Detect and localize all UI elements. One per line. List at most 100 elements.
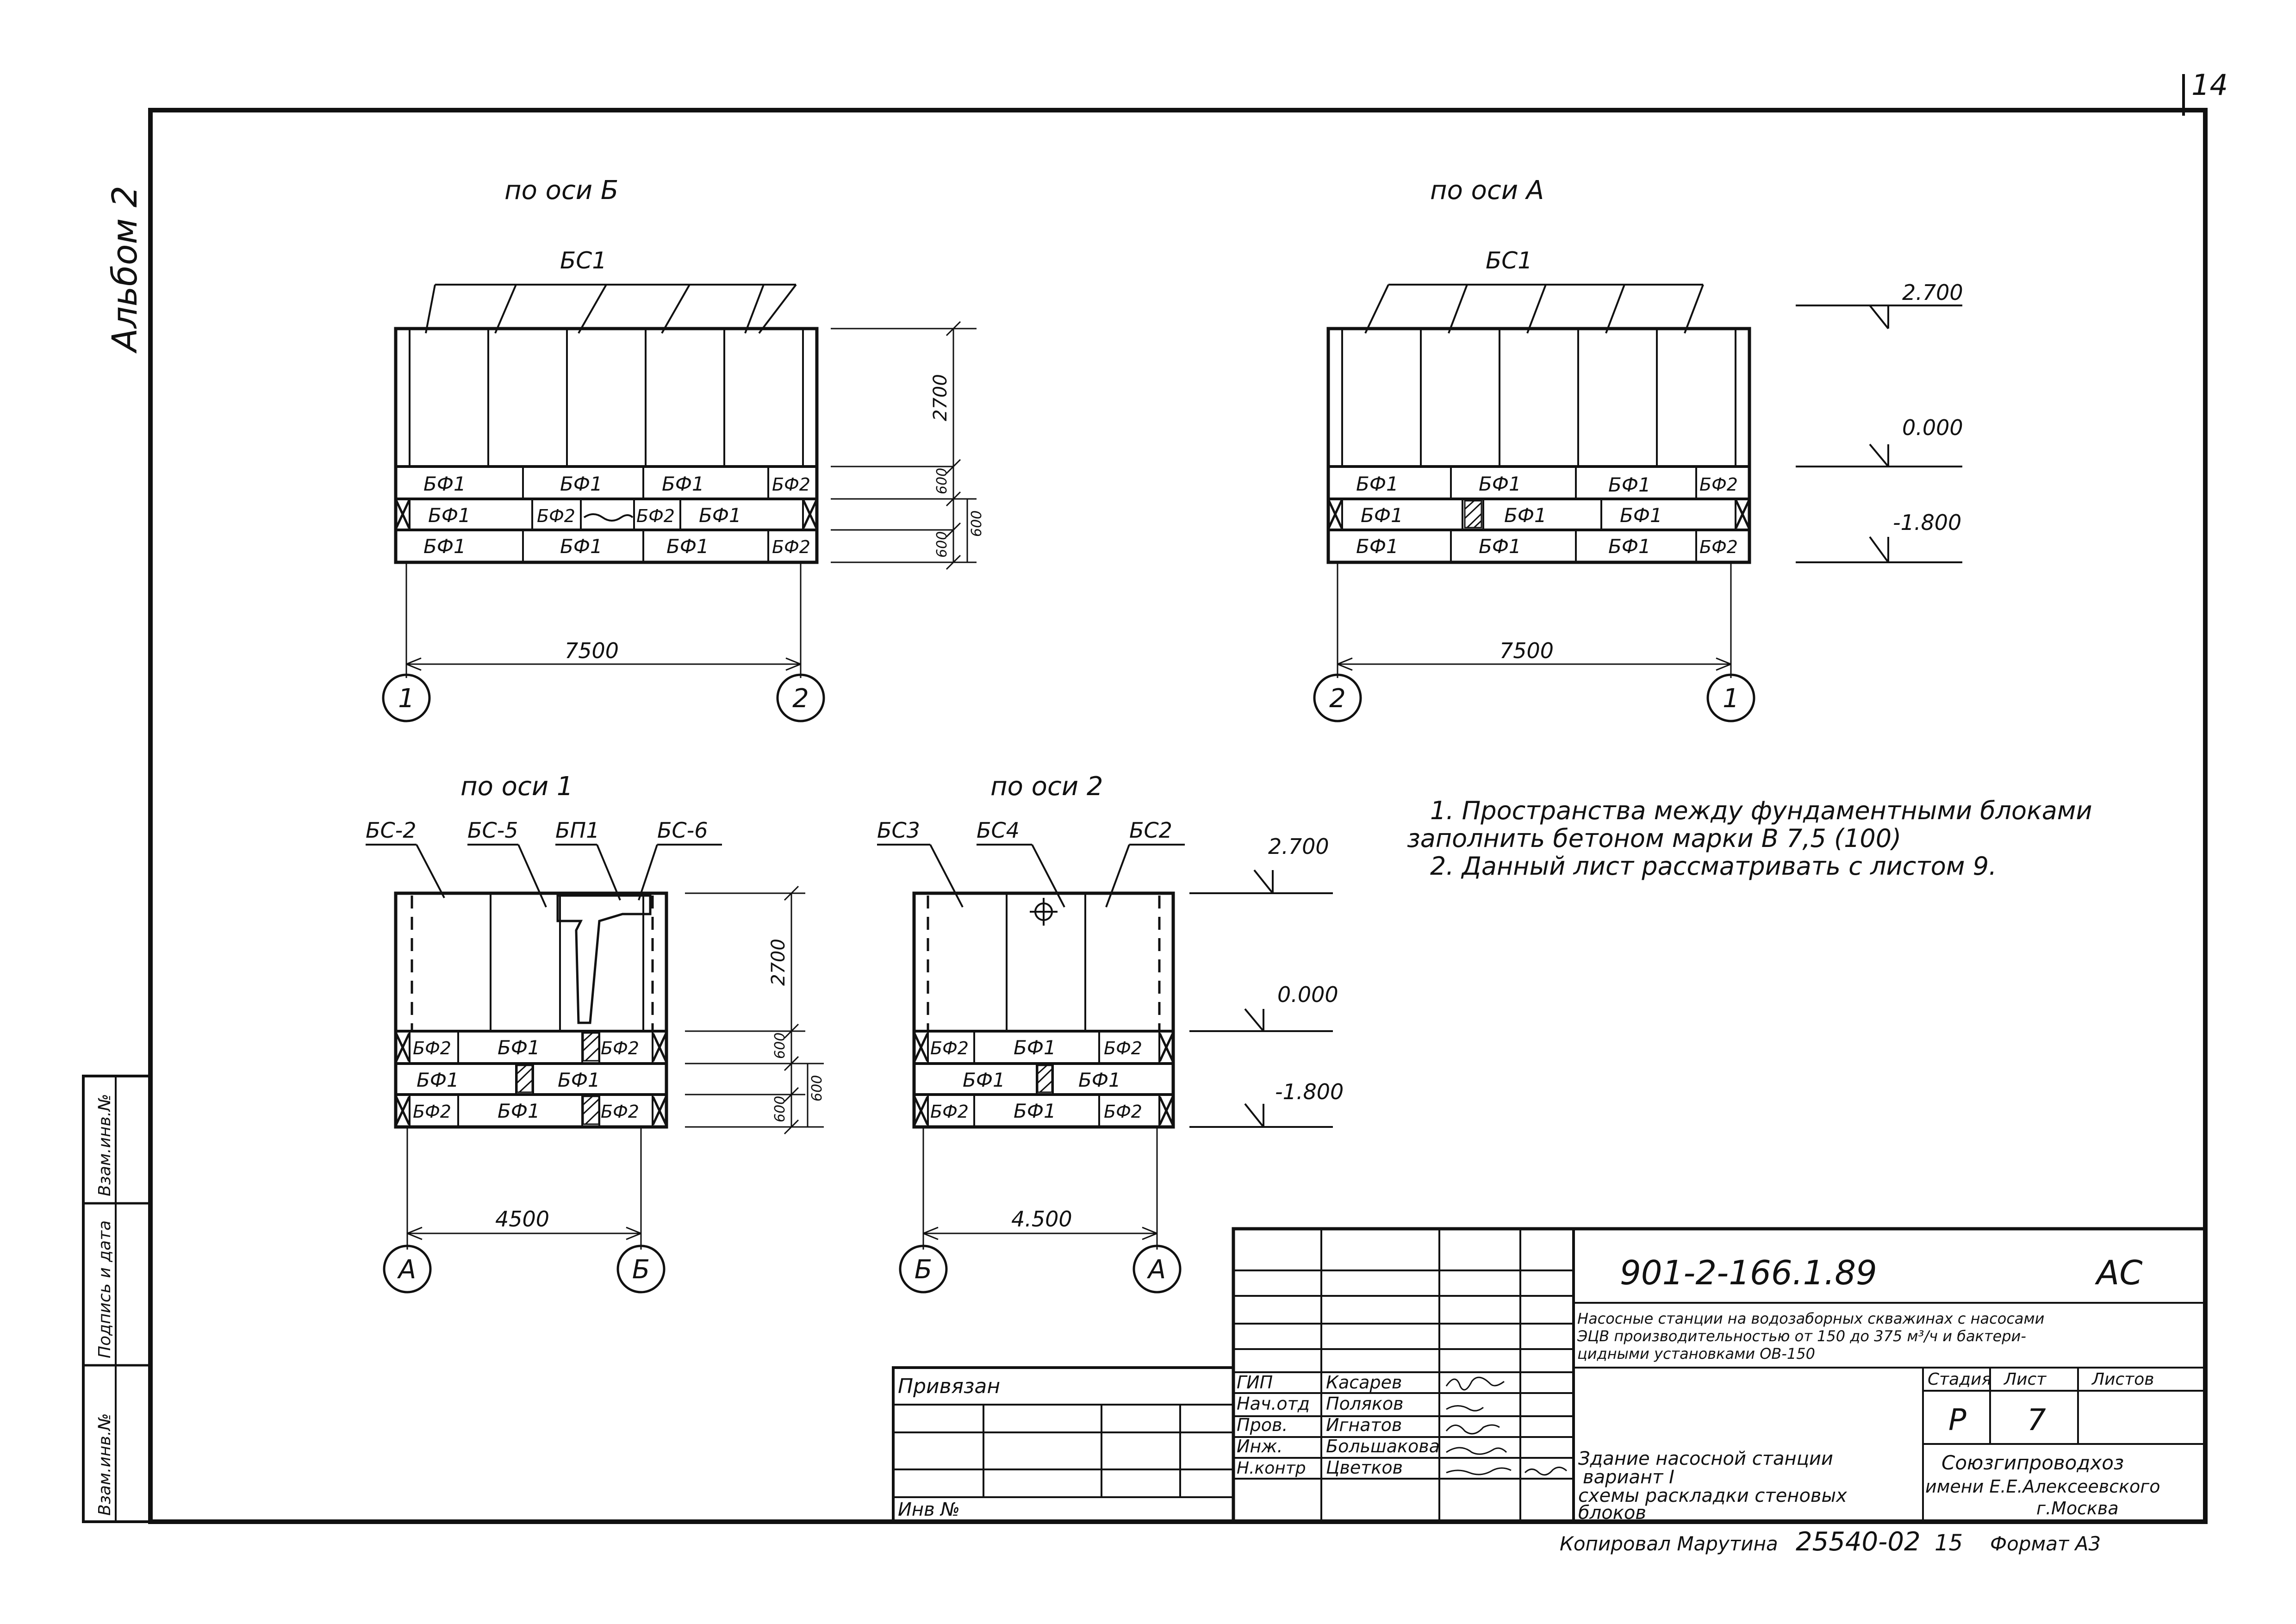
block-label: БФ1 <box>423 473 466 495</box>
staff-role: Пров. <box>1237 1415 1288 1435</box>
block-label: БФ1 <box>699 504 741 527</box>
sheet-name-line: схемы раскладки стеновых <box>1578 1485 1847 1506</box>
block-label: БФ2 <box>1104 1101 1142 1122</box>
block-label: БФ1 <box>1014 1036 1056 1059</box>
block-label: БФ1 <box>1608 535 1651 558</box>
dim-span: 4.500 <box>1011 1207 1072 1232</box>
level-mark: 0.000 <box>1902 415 1963 440</box>
block-label: БФ2 <box>636 506 675 526</box>
view-axis-b: по оси Б БС1 БФ1 <box>382 175 985 722</box>
block-label: БФ1 <box>498 1036 540 1059</box>
dim-rows-total: 600 <box>809 1075 825 1101</box>
block-label: БФ1 <box>1479 535 1521 558</box>
side-stamp-cell-1: Взам.инв.№ <box>95 1094 114 1196</box>
dim-row: 600 <box>934 468 950 494</box>
order-sheet: 15 <box>1935 1530 1963 1556</box>
block-label: БФ2 <box>537 506 575 526</box>
block-label: БФ2 <box>772 537 810 557</box>
dim-row: 600 <box>934 531 950 558</box>
view-title: по оси 2 <box>990 772 1103 802</box>
wall-label: БС4 <box>977 818 1020 843</box>
block-label: БФ1 <box>1620 504 1662 527</box>
project-line: Насосные станции на водозаборных скважин… <box>1577 1310 2044 1327</box>
notes: 1. Пространства между фундаментными блок… <box>1407 796 2092 881</box>
wall-block-label: БС1 <box>1486 247 1532 274</box>
org-line: имени Е.Е.Алексеевского <box>1925 1476 2160 1497</box>
side-stamp-cell-2: Подпись и дата <box>95 1220 114 1358</box>
document-code: 901-2-166.1.89 <box>1620 1253 1877 1292</box>
copied-by: Копировал Марутина <box>1560 1532 1778 1555</box>
block-label: БФ2 <box>930 1038 969 1058</box>
sheet-number: 14 <box>2191 68 2228 102</box>
document-mark: АС <box>2095 1253 2143 1292</box>
axis-marker: Б <box>632 1255 650 1285</box>
wall-label: БС3 <box>877 818 920 843</box>
view-axis-2: по оси 2 БС3 БС4 БС2 Б <box>877 772 1344 1294</box>
staff-role: Н.контр <box>1237 1459 1306 1478</box>
level-mark: -1.800 <box>1893 510 1961 535</box>
sheet-value: 7 <box>2027 1403 2046 1437</box>
view-axis-1: по оси 1 БС-2 БС-5 БП1 БС-6 <box>366 772 825 1294</box>
paper-format: Формат А3 <box>1990 1532 2101 1555</box>
block-label: БФ1 <box>963 1069 1005 1091</box>
block-label: БФ1 <box>498 1100 540 1122</box>
org-line: Союзгипроводхоз <box>1941 1451 2124 1474</box>
block-label: БФ2 <box>1104 1038 1142 1058</box>
privyazan-label: Привязан <box>898 1375 1000 1398</box>
dim-row: 600 <box>772 1096 788 1122</box>
level-mark: -1.800 <box>1275 1079 1344 1104</box>
sheet-header: Лист <box>2003 1370 2047 1389</box>
level-mark: 2.700 <box>1268 834 1329 859</box>
title-block: Привязан Инв № ГИП Касарев Нач.отд Поляк… <box>892 1227 2207 1524</box>
project-line: цидными установками ОВ-150 <box>1577 1345 1815 1363</box>
view-title: по оси Б <box>504 175 618 205</box>
view-title: по оси А <box>1430 175 1544 205</box>
axis-marker: 1 <box>1723 684 1739 714</box>
sheet-name-line: Здание насосной станции <box>1578 1448 1833 1469</box>
block-label: БФ1 <box>423 535 466 558</box>
wall-label: БС-6 <box>657 818 708 843</box>
block-label: БФ2 <box>413 1038 451 1058</box>
block-label: БФ1 <box>417 1069 459 1091</box>
axis-marker: 1 <box>398 684 415 714</box>
level-mark: 2.700 <box>1902 280 1963 305</box>
view-axis-a: по оси А БС1 БФ1 БФ1 БФ1 <box>1313 175 1963 722</box>
note-line: заполнить бетоном марки В 7,5 (100) <box>1407 824 1901 853</box>
album-label: Альбом 2 <box>105 186 145 354</box>
block-label: БФ1 <box>1361 504 1403 527</box>
note-line: 2. Данный лист рассматривать с листом 9. <box>1430 852 1997 881</box>
block-label: БФ1 <box>1014 1100 1056 1122</box>
inv-label: Инв № <box>898 1499 960 1520</box>
wall-block-label: БС1 <box>560 247 607 274</box>
order-number: 25540-02 <box>1796 1527 1921 1557</box>
org-line: г.Москва <box>2036 1498 2119 1518</box>
stage-value: Р <box>1948 1403 1966 1437</box>
block-label: БФ2 <box>413 1101 451 1122</box>
staff-name: Большакова <box>1326 1436 1440 1456</box>
block-label: БФ1 <box>1078 1069 1121 1091</box>
axis-marker: 2 <box>1329 684 1346 714</box>
axis-marker: 2 <box>792 684 809 714</box>
staff-name: Поляков <box>1326 1394 1404 1414</box>
staff-role: ГИП <box>1237 1372 1273 1393</box>
block-label: БФ2 <box>1699 474 1738 495</box>
dim-row: 600 <box>772 1033 788 1059</box>
dim-rows-total: 600 <box>969 510 985 537</box>
wall-label: БП1 <box>555 818 599 843</box>
side-stamp-cell-3: Взам.инв.№ <box>95 1413 114 1516</box>
note-line: 1. Пространства между фундаментными блок… <box>1430 796 2092 825</box>
staff-role: Инж. <box>1237 1436 1283 1456</box>
block-label: БФ2 <box>772 474 810 495</box>
block-label: БФ1 <box>560 535 603 558</box>
sheets-header: Листов <box>2091 1370 2154 1389</box>
axis-marker: А <box>397 1255 416 1285</box>
block-label: БФ1 <box>666 535 709 558</box>
block-label: БФ1 <box>1356 473 1399 495</box>
axis-marker: Б <box>915 1255 932 1285</box>
sheet-name-line: вариант I <box>1583 1467 1674 1488</box>
wall-label: БС2 <box>1129 818 1172 843</box>
block-label: БФ1 <box>1479 473 1521 495</box>
dim-height: 2700 <box>930 374 951 421</box>
block-label: БФ1 <box>558 1069 600 1091</box>
